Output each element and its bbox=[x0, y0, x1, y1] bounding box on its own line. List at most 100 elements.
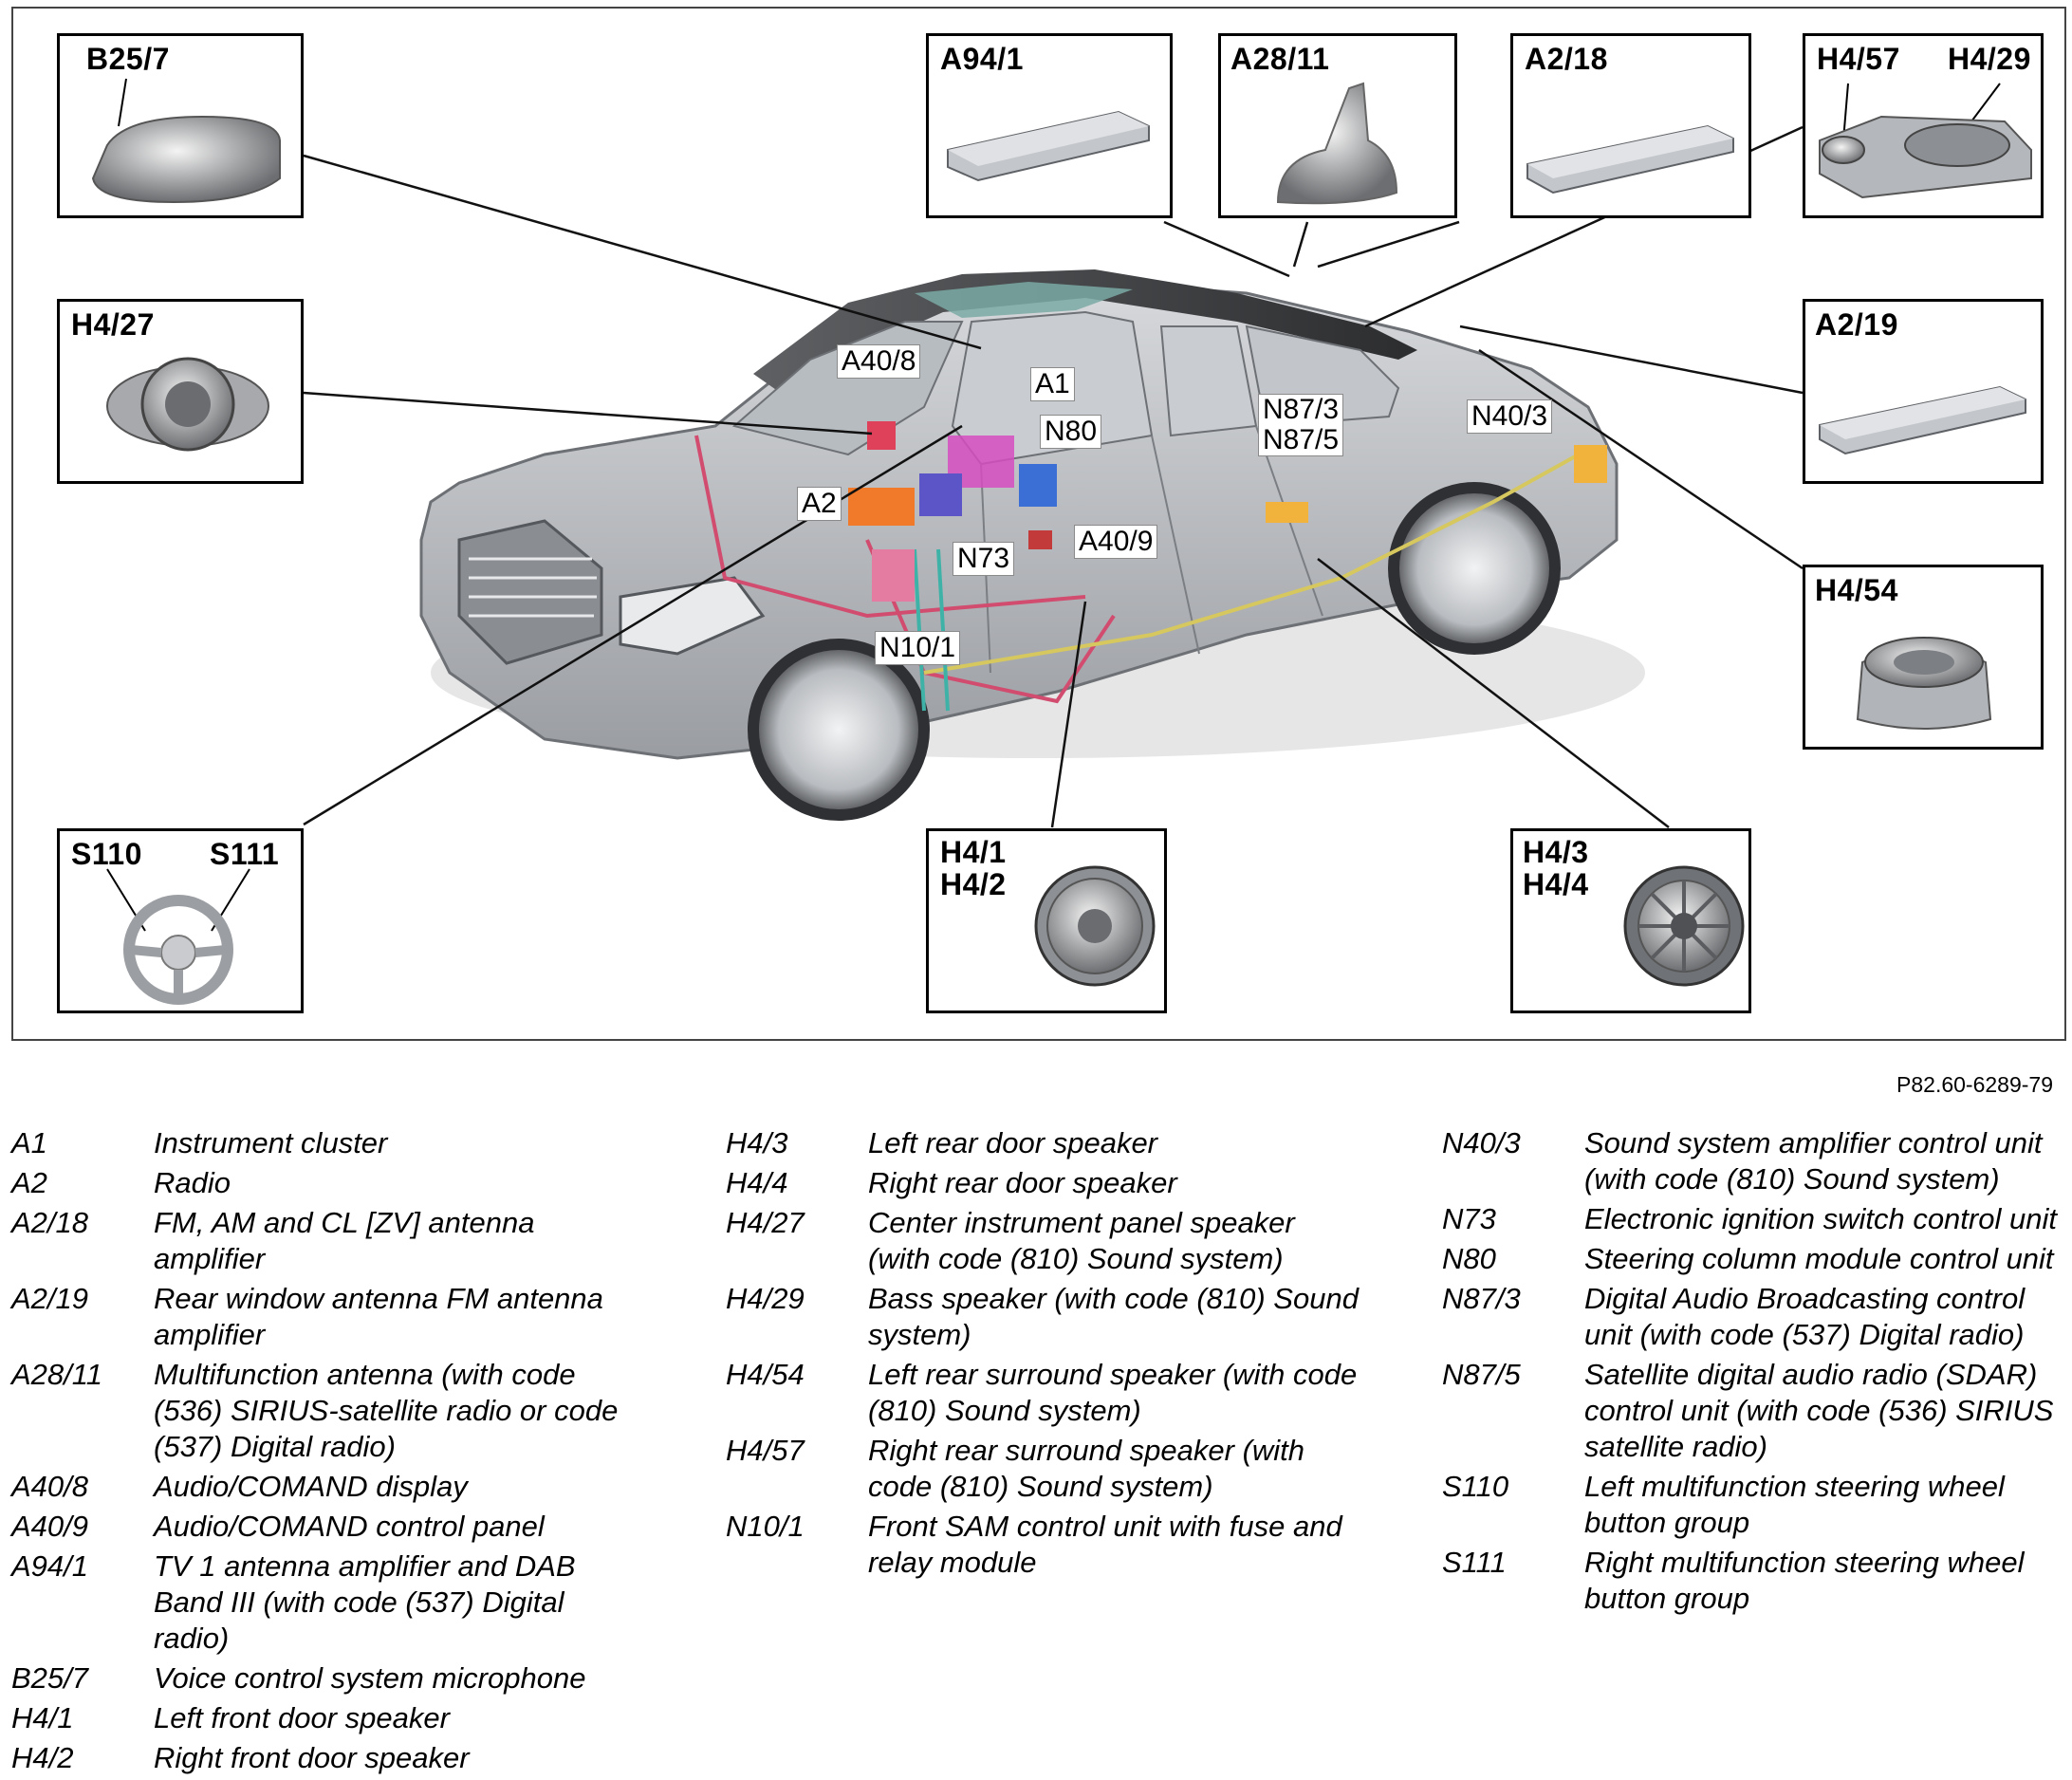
legend-row: N73 Electronic ignition switch control un… bbox=[1442, 1201, 2059, 1237]
box-s110-label: S110 bbox=[71, 837, 142, 871]
legend-code: N40/3 bbox=[1442, 1126, 1521, 1159]
comp-n10-1 bbox=[872, 549, 915, 602]
legend-code: A2/19 bbox=[11, 1282, 89, 1315]
surround-speaker-icon bbox=[1856, 637, 1992, 730]
legend-description: Front SAM control unit with fuse and rel… bbox=[868, 1510, 1342, 1579]
comp-n80 bbox=[1019, 464, 1057, 507]
callout-n87-5: N87/5 bbox=[1263, 424, 1340, 455]
legend-description: Center instrument panel speaker (with co… bbox=[868, 1206, 1295, 1275]
callout-n10-1: N10/1 bbox=[875, 631, 961, 665]
box-a2-19: A2/19 bbox=[1803, 299, 2044, 484]
steering-wheel-icon bbox=[106, 868, 250, 1005]
legend-description: Left front door speaker bbox=[154, 1701, 450, 1734]
legend-description: Left multifunction steering wheel button… bbox=[1584, 1470, 2005, 1539]
microphone-icon bbox=[91, 78, 281, 204]
speaker-icon bbox=[106, 357, 269, 452]
bass-speaker-icon bbox=[1819, 83, 2032, 199]
legend-description: Steering column module control unit bbox=[1584, 1242, 2054, 1275]
callout-a40-8: A40/8 bbox=[837, 344, 921, 379]
car-grille-bars bbox=[469, 557, 597, 618]
box-h4-27-label: H4/27 bbox=[71, 307, 155, 342]
amplifier-module-icon bbox=[947, 110, 1150, 182]
box-h4-4-label: H4/4 bbox=[1523, 867, 1589, 901]
box-a28-11-label: A28/11 bbox=[1230, 42, 1330, 76]
antenna-amplifier-icon bbox=[1526, 124, 1734, 195]
box-h4-2-label: H4/2 bbox=[940, 867, 1007, 901]
legend-description: Multifunction antenna (with code (536) S… bbox=[154, 1358, 619, 1463]
legend-description: FM, AM and CL [ZV] antenna amplifier bbox=[154, 1206, 535, 1275]
legend-description: Left rear surround speaker (with code (8… bbox=[868, 1358, 1358, 1427]
rear-door-speaker-icon bbox=[1623, 865, 1745, 987]
wiring-red bbox=[694, 435, 1116, 704]
legend-code: N73 bbox=[1442, 1202, 1496, 1235]
legend-row: A28/11 Multifunction antenna (with code (… bbox=[11, 1357, 628, 1465]
legend-description: Voice control system microphone bbox=[154, 1661, 586, 1695]
legend-code: N87/3 bbox=[1442, 1282, 1521, 1315]
legend-description: TV 1 antenna amplifier and DAB Band III … bbox=[154, 1549, 576, 1655]
callout-a40-9: A40/9 bbox=[1074, 525, 1158, 559]
legend-row: H4/3 Left rear door speaker bbox=[726, 1125, 1361, 1161]
box-a94-1-label: A94/1 bbox=[940, 42, 1024, 76]
legend-code: H4/3 bbox=[726, 1126, 788, 1159]
legend-row: H4/27 Center instrument panel speaker (wi… bbox=[726, 1205, 1361, 1277]
legend-code: A1 bbox=[11, 1126, 47, 1159]
box-h4-1-h4-2: H4/1 H4/2 bbox=[926, 828, 1167, 1013]
legend-code: H4/27 bbox=[726, 1206, 805, 1239]
legend-description: Instrument cluster bbox=[154, 1126, 388, 1159]
callout-n40-3: N40/3 bbox=[1467, 399, 1553, 434]
box-h4-27: H4/27 bbox=[57, 299, 304, 484]
legend-code: H4/2 bbox=[11, 1741, 74, 1774]
front-door-speaker-icon bbox=[1034, 865, 1156, 987]
box-a28-11: A28/11 bbox=[1218, 33, 1457, 218]
box-h4-3-label: H4/3 bbox=[1523, 835, 1589, 869]
legend-code: N80 bbox=[1442, 1242, 1496, 1275]
antenna-icon bbox=[1276, 82, 1398, 205]
leader-lines bbox=[303, 125, 1804, 828]
legend-description: Rear window antenna FM antenna amplifier bbox=[154, 1282, 603, 1351]
box-h4-54-label: H4/54 bbox=[1815, 573, 1898, 607]
box-a2-18-label: A2/18 bbox=[1525, 42, 1608, 76]
legend-description: Electronic ignition switch control unit bbox=[1584, 1202, 2057, 1235]
legend-row: H4/1 Left front door speaker bbox=[11, 1700, 628, 1736]
box-h4-1-label: H4/1 bbox=[940, 835, 1007, 869]
legend-code: H4/57 bbox=[726, 1434, 805, 1467]
rear-wheel bbox=[1388, 482, 1561, 655]
comp-a40-9 bbox=[1028, 530, 1052, 549]
legend-description: Satellite digital audio radio (SDAR) con… bbox=[1584, 1358, 2054, 1463]
front-wheel bbox=[748, 639, 930, 821]
legend-code: A2 bbox=[11, 1166, 47, 1199]
legend-description: Right multifunction steering wheel butto… bbox=[1584, 1546, 2025, 1615]
legend-code: H4/29 bbox=[726, 1282, 805, 1315]
legend-description: Right front door speaker bbox=[154, 1741, 470, 1774]
legend-code: H4/1 bbox=[11, 1701, 74, 1734]
legend-code: A28/11 bbox=[11, 1358, 102, 1391]
legend-description: Right rear door speaker bbox=[868, 1166, 1177, 1199]
box-h4-57-label: H4/57 bbox=[1817, 42, 1900, 76]
car-grille bbox=[457, 519, 603, 665]
callout-a2: A2 bbox=[797, 487, 842, 521]
box-h4-57-h4-29: H4/57 H4/29 bbox=[1803, 33, 2044, 218]
legend-description: Left rear door speaker bbox=[868, 1126, 1158, 1159]
legend-description: Audio/COMAND control panel bbox=[154, 1510, 545, 1543]
box-h4-3-h4-4: H4/3 H4/4 bbox=[1510, 828, 1751, 1013]
callout-a1: A1 bbox=[1030, 367, 1075, 401]
car-sunroof bbox=[915, 282, 1133, 318]
box-a2-18: A2/18 bbox=[1510, 33, 1751, 218]
comp-a2 bbox=[848, 488, 915, 526]
legend-row: A2 Radio bbox=[11, 1165, 628, 1201]
legend-description: Digital Audio Broadcasting control unit … bbox=[1584, 1282, 2026, 1351]
legend-description: Radio bbox=[154, 1166, 231, 1199]
legend-code: A94/1 bbox=[11, 1549, 89, 1583]
legend-row: A2/19 Rear window antenna FM antenna ampl… bbox=[11, 1281, 628, 1353]
